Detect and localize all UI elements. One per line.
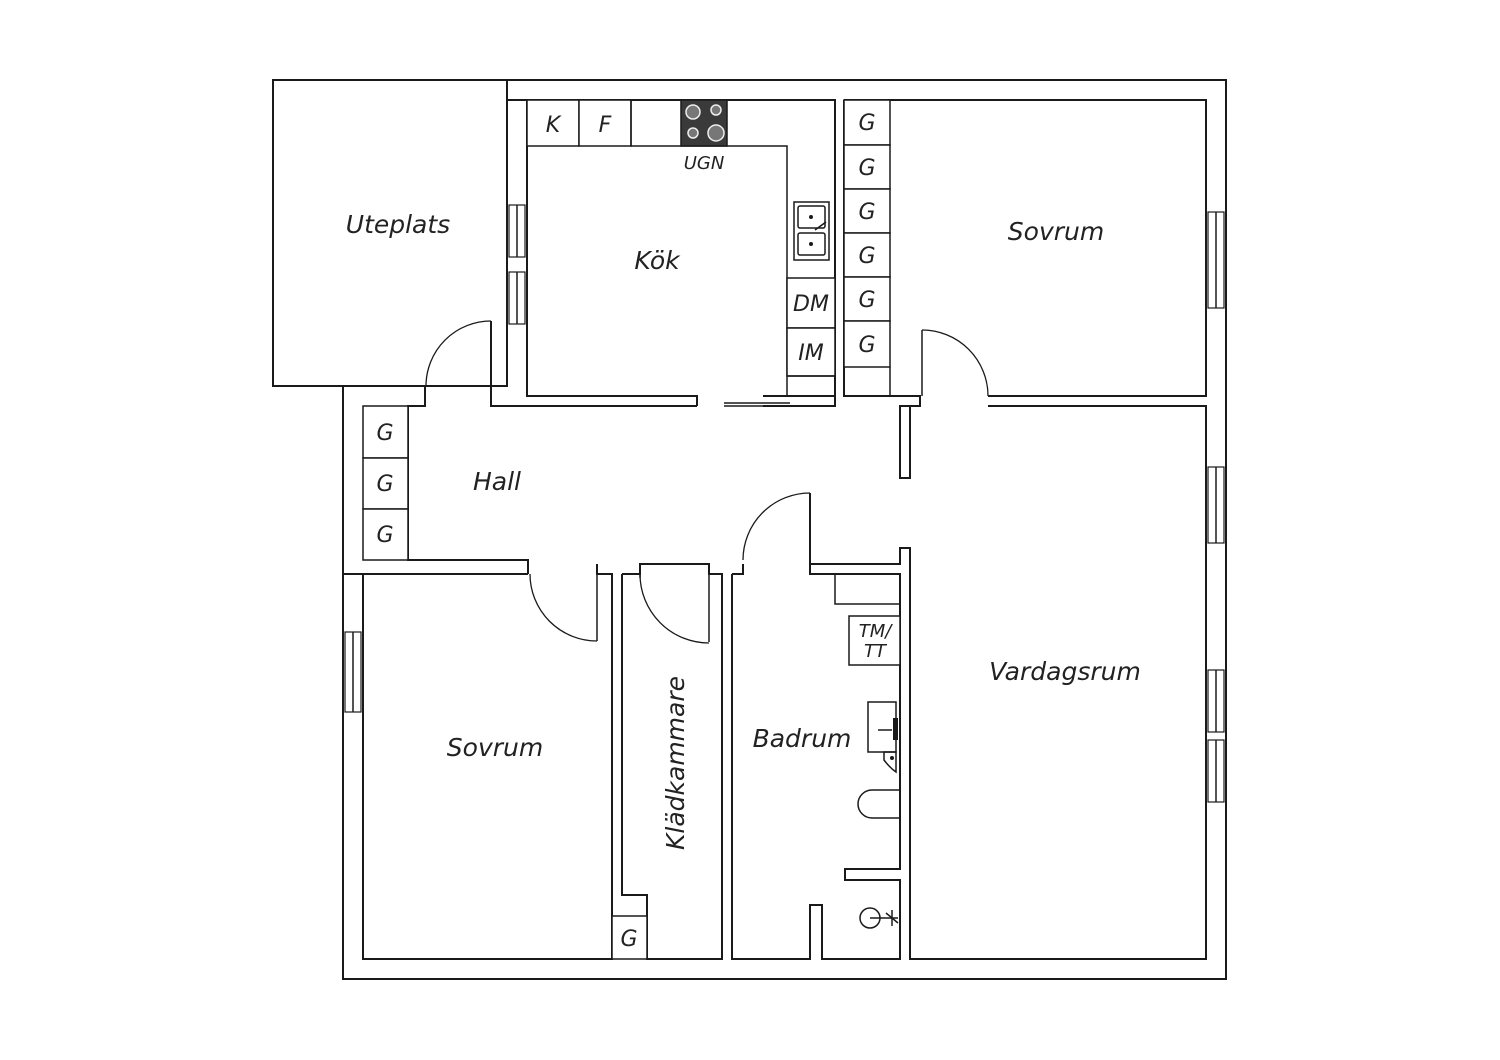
room-label-hall: Hall — [473, 467, 521, 496]
wardrobes-hall: G G G — [362, 405, 409, 561]
wall-joins — [343, 385, 425, 575]
wardrobe-label: G — [858, 111, 875, 136]
wardrobe-label: G — [376, 421, 393, 446]
door-bathroom-swing — [742, 492, 811, 561]
burner-icon — [707, 124, 725, 142]
freezer-box — [578, 99, 632, 147]
wardrobe-box — [843, 99, 891, 146]
door-bedroom-top-swing — [921, 329, 989, 397]
wardrobes-top: G G G G G G — [843, 99, 891, 396]
room-label-sovrum-top: Sovrum — [1008, 217, 1104, 246]
room-label-kladkammare: Klädkammare — [661, 676, 690, 850]
wardrobe-label: G — [858, 200, 875, 225]
windows — [344, 204, 1225, 803]
fridge-box — [526, 99, 580, 147]
toilet-icon — [857, 789, 900, 819]
wardrobe-label: G — [620, 927, 637, 952]
bathroom-fixtures: TM/ TT — [834, 574, 901, 929]
tap-icon — [883, 751, 897, 774]
wardrobe-box — [362, 405, 409, 459]
closet-walls — [621, 563, 723, 960]
wardrobe-box — [362, 508, 409, 561]
door-closet-swing — [639, 573, 710, 644]
icemaker-box — [786, 327, 836, 377]
building-outer-wall — [342, 79, 1227, 980]
room-label-uteplats: Uteplats — [346, 210, 450, 239]
wardrobe-box — [843, 320, 891, 368]
room-label-badrum: Badrum — [753, 724, 852, 753]
wardrobe-box — [611, 915, 648, 960]
kitchen-fixtures: K F UGN DM IM — [526, 99, 836, 396]
wardrobe-box — [843, 188, 891, 234]
bedroom-bottom-walls — [362, 564, 613, 960]
wardrobe-box — [843, 144, 891, 190]
wardrobe-box — [362, 457, 409, 510]
washer-label-line1: TM/ — [859, 621, 894, 642]
sink-icon — [793, 201, 830, 261]
washer-box — [848, 615, 901, 666]
wardrobe-box — [843, 232, 891, 278]
washbasin-icon — [867, 701, 897, 753]
bath-niche — [834, 574, 900, 605]
room-label-vardagsrum: Vardagsrum — [989, 657, 1141, 686]
burner-icon — [687, 127, 699, 139]
wardrobe-label: G — [858, 288, 875, 313]
wardrobe-label: G — [858, 333, 875, 358]
hall-top-walls — [490, 321, 836, 407]
bedroom-top-walls — [843, 99, 1207, 479]
freezer-label: F — [599, 113, 612, 138]
burner-icon — [685, 104, 701, 120]
icemaker-label: IM — [798, 341, 823, 366]
livingroom-walls — [809, 405, 1207, 960]
oven-label: UGN — [684, 153, 725, 174]
washer-label-line2: TT — [864, 641, 888, 662]
wardrobe-closet: G — [611, 915, 648, 960]
fridge-label: K — [546, 113, 562, 138]
door-patio-swing — [425, 320, 492, 387]
door-bedroom-bottom-swing — [529, 573, 598, 642]
burner-icon — [710, 104, 722, 116]
wardrobe-label: G — [858, 156, 875, 181]
doors — [425, 320, 989, 644]
dishwasher-label: DM — [793, 292, 829, 317]
outer-walls — [272, 79, 1227, 980]
wardrobe-label: G — [858, 244, 875, 269]
dishwasher-box — [786, 277, 836, 329]
room-label-sovrum-bottom: Sovrum — [447, 733, 543, 762]
wardrobe-label: G — [376, 472, 393, 497]
room-labels: Uteplats Kök Sovrum Hall Sovrum Badrum V… — [346, 210, 1141, 850]
room-label-kok: Kök — [634, 246, 681, 275]
wardrobe-label: G — [376, 523, 393, 548]
